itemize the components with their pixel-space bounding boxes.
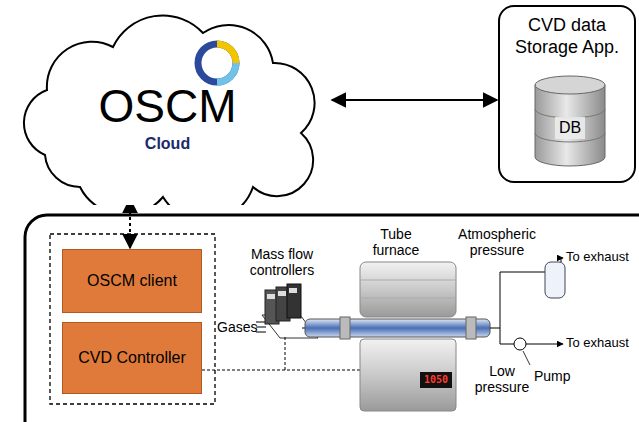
- quartz-tube: [305, 319, 490, 337]
- node-subtitle: Cloud: [145, 134, 190, 153]
- exhaust-arrow: [561, 258, 563, 262]
- node-title: CVD data Storage App.: [506, 15, 628, 58]
- flange: [340, 317, 350, 339]
- pump-line: [500, 328, 514, 344]
- part-label: Gases: [217, 319, 257, 335]
- cloud: OSCMCloud: [5, 5, 330, 205]
- node-title: DB: [555, 117, 585, 138]
- pump-symbol: [514, 338, 526, 350]
- client-box: OSCM client: [62, 249, 202, 313]
- dotted-link: [129, 199, 131, 248]
- exhaust-arrow: [526, 344, 563, 345]
- mass-flow-controllers: [265, 284, 301, 324]
- part-label: Mass flow controllers: [236, 246, 328, 278]
- exhaust-label: To exhaust: [566, 336, 629, 351]
- leader-line: [523, 351, 530, 365]
- exhaust-label: To exhaust: [566, 250, 629, 265]
- data-link: [332, 99, 497, 101]
- flange: [466, 317, 476, 339]
- part-label: Atmospheric pressure: [452, 226, 542, 258]
- atm-line: [490, 272, 552, 328]
- node-title: OSCM client: [87, 271, 177, 290]
- controller-box: CVD Controller: [62, 322, 202, 394]
- database-cylinder: DB: [534, 75, 606, 167]
- part-label: Tube furnace: [356, 226, 436, 258]
- node-title: OSCM: [99, 79, 237, 134]
- storage-app-box: CVD data Storage App. DB: [498, 5, 636, 183]
- part-label: Pump: [534, 368, 571, 384]
- oscm-logo: [198, 44, 236, 82]
- lab-panel: [25, 215, 639, 422]
- node-title: CVD Controller: [78, 348, 186, 367]
- gas-lines: [256, 322, 310, 332]
- controller-group: [50, 234, 215, 404]
- display-readout: 1050: [421, 374, 451, 386]
- bubbler: [545, 262, 565, 298]
- part-label: Low pressure: [470, 363, 534, 395]
